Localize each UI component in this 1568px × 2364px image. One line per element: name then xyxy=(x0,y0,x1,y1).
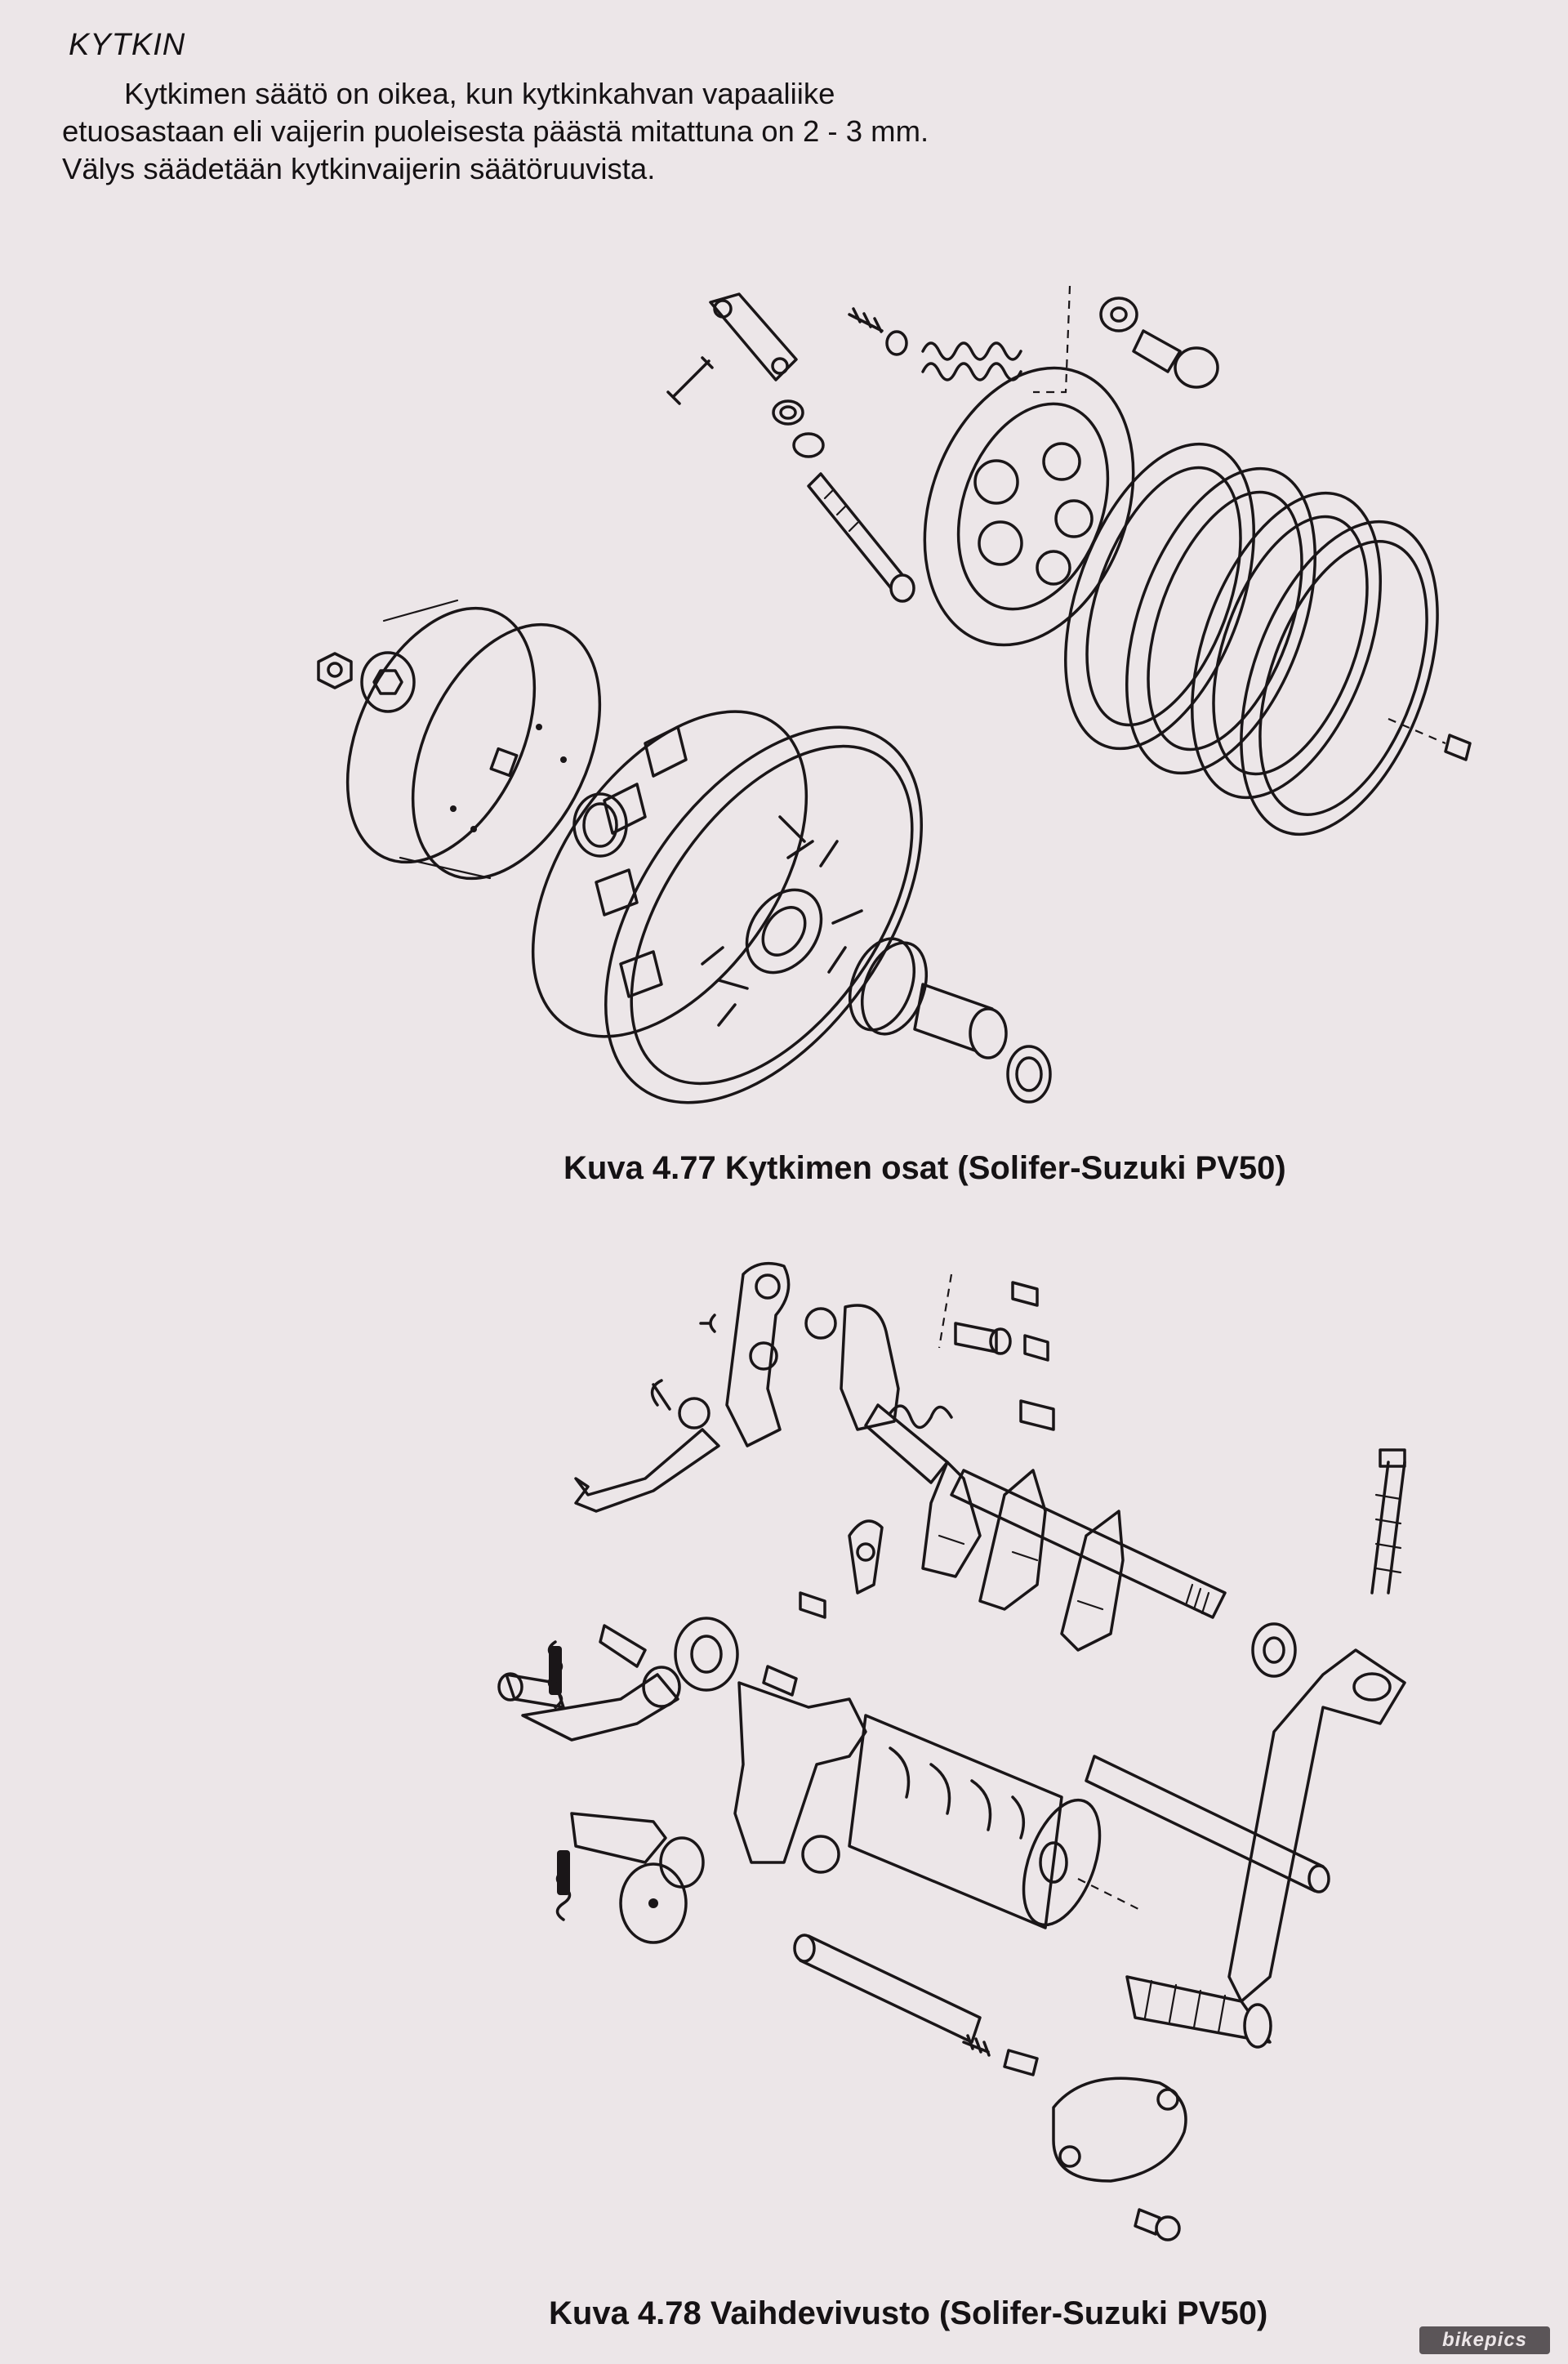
clutch-exploded-diagram xyxy=(0,270,1568,1135)
figure-caption-4-78: Kuva 4.78 Vaihdevivusto (Solifer-Suzuki … xyxy=(549,2295,1268,2331)
pressure-plate xyxy=(923,366,1135,647)
shift-drum xyxy=(733,1681,1144,1929)
shift-shaft-forks xyxy=(804,1273,1297,1678)
watermark-text: bikepics xyxy=(1441,2329,1528,2351)
guide-shafts xyxy=(793,1755,1330,2044)
clutch-plate-stack xyxy=(1064,442,1472,836)
section-heading: KYTKIN xyxy=(69,28,186,62)
section-paragraph: Kytkimen säätö on oikea, kun kytkinkahva… xyxy=(62,77,929,185)
gearshift-exploded-diagram xyxy=(0,1242,1568,2279)
clutch-basket xyxy=(531,710,923,1104)
primary-drive-gear xyxy=(849,937,1052,1104)
lever-arm xyxy=(599,1519,884,1697)
return-springs xyxy=(497,1640,705,1944)
clutch-hub xyxy=(317,599,628,881)
shift-pedal xyxy=(1125,1448,1406,2049)
figure-caption-4-77: Kuva 4.77 Kytkimen osat (Solifer-Suzuki … xyxy=(564,1150,1286,1186)
spring-bolt-group xyxy=(848,285,1219,394)
shift-linkage-plate xyxy=(574,1261,791,1513)
cover-plate xyxy=(962,2034,1187,2241)
release-lever-group xyxy=(666,292,915,603)
watermark-logo: bikepics xyxy=(1419,2326,1550,2354)
